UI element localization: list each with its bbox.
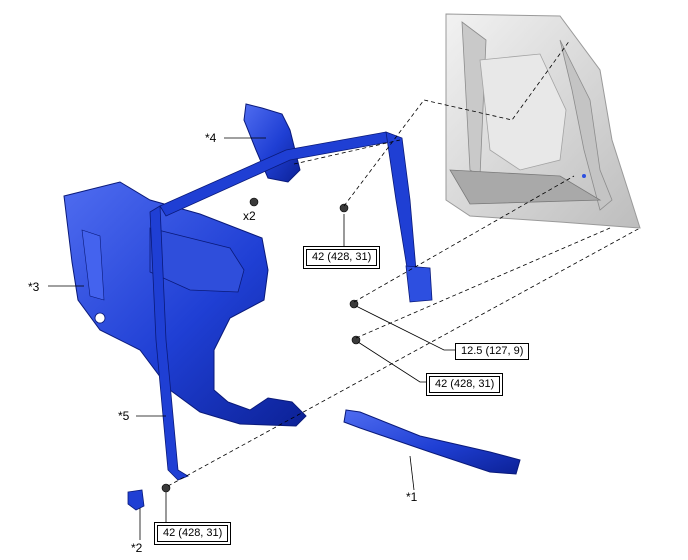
torque-box-middle-bolt: 12.5 (127, 9) xyxy=(455,343,530,360)
torque-value: 42 (428, 31) xyxy=(157,525,229,542)
upper-trim-cover xyxy=(243,103,301,183)
vehicle-body-panel xyxy=(445,13,641,229)
scuff-plate xyxy=(343,409,521,475)
callout-c1: *1 xyxy=(406,490,418,504)
torque-value: 42 (428, 31) xyxy=(429,376,501,393)
callout-c3: *3 xyxy=(28,280,40,294)
quantity-label: x2 xyxy=(243,209,256,223)
callout-c2: *2 xyxy=(131,541,143,555)
torque-value: 42 (428, 31) xyxy=(306,249,378,266)
seat-belt-webbing xyxy=(149,131,433,481)
callout-c4: *4 xyxy=(205,131,217,145)
bolt-cover xyxy=(127,489,145,511)
leader-lines xyxy=(48,137,456,540)
alignment-lines xyxy=(167,39,641,487)
torque-box-lower-anchor: 42 (428, 31) xyxy=(426,373,504,396)
torque-box-upper-anchor: 42 (428, 31) xyxy=(303,246,381,269)
torque-value: 12.5 (127, 9) xyxy=(455,343,530,360)
quarter-trim-panel xyxy=(63,181,307,427)
callout-c5: *5 xyxy=(118,409,130,423)
torque-box-floor-anchor: 42 (428, 31) xyxy=(154,522,232,545)
